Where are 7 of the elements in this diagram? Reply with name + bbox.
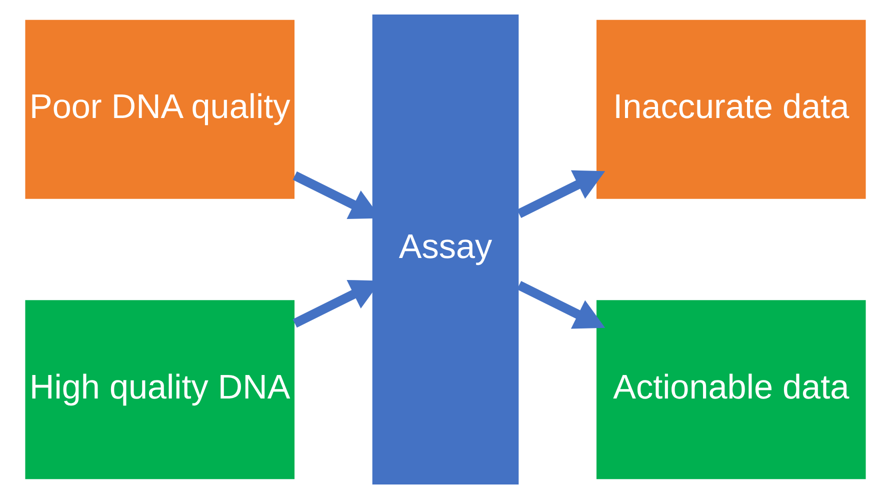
node-box: Poor DNA quality	[24, 20, 294, 199]
node-box: Assay	[372, 14, 518, 485]
node-box: Inaccurate data	[596, 20, 866, 199]
arrow	[516, 170, 605, 218]
arrow	[516, 281, 605, 329]
node-box: Actionable data	[596, 300, 866, 480]
node-box: High quality DNA	[24, 300, 294, 480]
